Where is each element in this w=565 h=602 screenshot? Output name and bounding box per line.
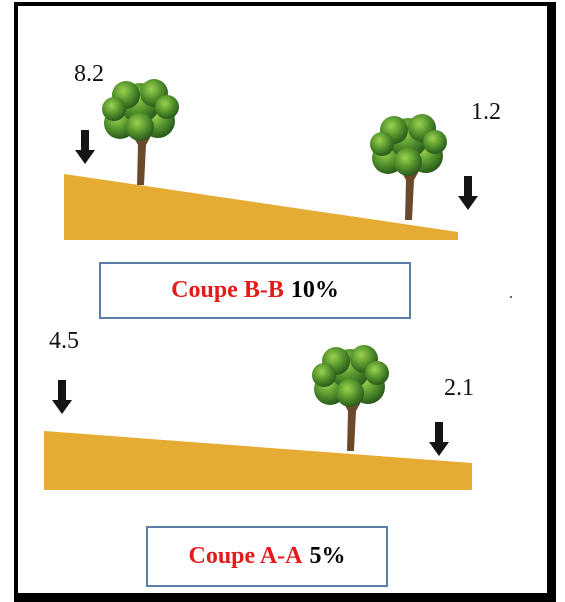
elevation-bb-left: 8.2: [74, 61, 104, 87]
caption-bb-slope: 10%: [290, 277, 339, 303]
ground-slope-aa: [44, 431, 472, 490]
elevation-aa-left: 4.5: [49, 328, 79, 354]
arrow-down-icon: [429, 422, 449, 456]
caption-aa: Coupe A-A 5%: [146, 526, 388, 587]
tree-icon: [102, 79, 179, 185]
caption-bb-cut: Coupe B-B: [171, 277, 284, 303]
tree-icon: [370, 114, 447, 220]
elevation-aa-right: 2.1: [444, 375, 474, 401]
arrow-down-icon: [52, 380, 72, 414]
arrow-down-icon: [458, 176, 478, 210]
caption-bb: Coupe B-B 10%: [99, 262, 411, 319]
arrow-down-icon: [75, 130, 95, 164]
caption-aa-cut: Coupe A-A: [188, 543, 303, 569]
diagram-frame: [14, 2, 556, 602]
elevation-bb-right: 1.2: [471, 99, 501, 125]
tree-icon: [312, 345, 389, 451]
caption-aa-slope: 5%: [309, 543, 346, 569]
ground-slope-bb: [64, 174, 458, 240]
stray-dot: [510, 296, 512, 298]
